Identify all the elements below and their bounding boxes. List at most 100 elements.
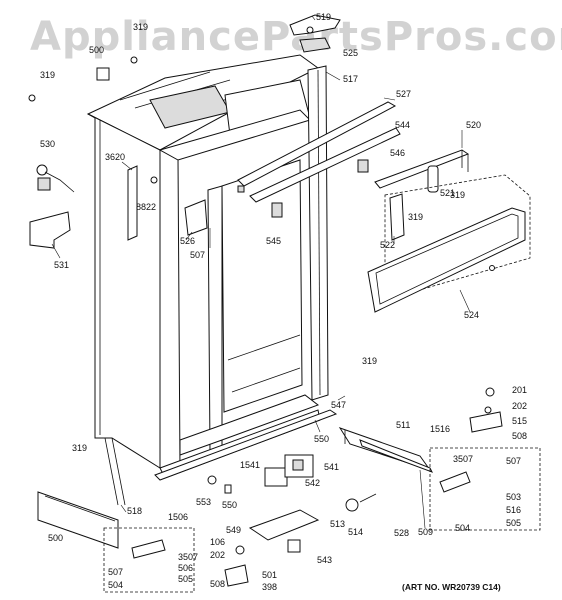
label-106: 106: [210, 537, 225, 547]
top-hinge: [289, 14, 341, 53]
washer-202-bottom: [235, 545, 245, 555]
roller-rail-500: [37, 491, 119, 549]
label-500: 500: [89, 45, 104, 55]
label-508: 508: [512, 431, 527, 441]
label-1506: 1506: [168, 512, 188, 522]
label-506: 506: [178, 563, 193, 573]
label-513: 513: [330, 519, 345, 529]
label-511: 511: [396, 420, 410, 430]
label-518: 518: [127, 506, 142, 516]
label-319: 319: [408, 212, 423, 222]
label-553: 553: [196, 497, 211, 507]
label-521: 521: [440, 188, 455, 198]
arm-3507-right: [439, 471, 471, 493]
bracket-515: [469, 411, 503, 433]
label-522: 522: [380, 240, 395, 250]
screw-8822: [150, 176, 158, 184]
handle-521: [427, 165, 439, 193]
label-525: 525: [343, 48, 358, 58]
screw-319-left: [28, 94, 36, 102]
cabinet-case: [86, 54, 329, 506]
washer-202: [484, 406, 492, 414]
label-1516: 1516: [430, 424, 450, 434]
label-515: 515: [512, 416, 527, 426]
label-501: 501: [262, 570, 277, 580]
clip-550: [224, 484, 232, 494]
label-504: 504: [455, 523, 470, 533]
motor-513: [345, 498, 359, 512]
label-319: 319: [362, 356, 377, 366]
label-526: 526: [180, 236, 195, 246]
bracket-500-top: [96, 67, 110, 81]
label-528: 528: [394, 528, 409, 538]
label-519: 519: [316, 12, 331, 22]
label-3507: 3507: [178, 552, 198, 562]
label-507: 507: [190, 250, 205, 260]
label-516: 516: [506, 505, 521, 515]
arm-3507-left: [131, 539, 166, 559]
label-546: 546: [390, 148, 405, 158]
label-524: 524: [464, 310, 479, 320]
label-514: 514: [348, 527, 363, 537]
screw-319-top: [130, 56, 138, 64]
art-number: (ART NO. WR20739 C14): [402, 582, 501, 592]
rail-3620: [127, 165, 138, 241]
label-202: 202: [512, 401, 527, 411]
bracket-501: [224, 564, 249, 587]
label-3507: 3507: [453, 454, 473, 464]
bar-528: [359, 439, 434, 473]
assembly-1516-box: [429, 447, 541, 531]
label-550: 550: [222, 500, 237, 510]
label-543: 543: [317, 555, 332, 565]
bracket-545: [271, 202, 283, 218]
label-3620: 3620: [105, 152, 125, 162]
spring-514: [359, 493, 377, 503]
label-319: 319: [72, 443, 87, 453]
label-398: 398: [262, 582, 277, 592]
assembly-1506-box: [103, 527, 195, 593]
label-508: 508: [210, 579, 225, 589]
tray-549: [248, 509, 320, 541]
label-520: 520: [466, 120, 481, 130]
spring-530: [36, 164, 75, 193]
screw-553: [207, 475, 217, 485]
label-545: 545: [266, 236, 281, 246]
label-504: 504: [108, 580, 123, 590]
label-547: 547: [331, 400, 346, 410]
label-517: 517: [343, 74, 358, 84]
label-505: 505: [178, 574, 193, 584]
trim-547: [154, 409, 338, 481]
label-531: 531: [54, 260, 69, 270]
label-544: 544: [395, 120, 410, 130]
label-507: 507: [108, 567, 123, 577]
label-542: 542: [305, 478, 320, 488]
bracket-531: [29, 211, 71, 249]
label-319: 319: [450, 190, 465, 200]
screw-201: [485, 387, 495, 397]
label-549: 549: [226, 525, 241, 535]
label-507: 507: [506, 456, 521, 466]
label-527: 527: [396, 89, 411, 99]
label-1541: 1541: [240, 460, 260, 470]
drawer-front: [367, 174, 531, 313]
label-530: 530: [40, 139, 55, 149]
bracket-522: [389, 193, 405, 241]
shelf-rails: [237, 101, 401, 203]
label-319: 319: [133, 22, 148, 32]
door-rail: [374, 149, 470, 189]
label-503: 503: [506, 492, 521, 502]
label-505: 505: [506, 518, 521, 528]
label-500: 500: [48, 533, 63, 543]
label-8822: 8822: [136, 202, 156, 212]
label-201: 201: [512, 385, 527, 395]
label-319: 319: [40, 70, 55, 80]
part-labels: 319 500 319 519 525 517 527 544 520 530 …: [40, 12, 527, 592]
label-509: 509: [418, 527, 433, 537]
part-543: [287, 539, 301, 553]
label-202: 202: [210, 550, 225, 560]
electrical-boxes: [264, 454, 314, 487]
label-541: 541: [324, 462, 339, 472]
bracket-546: [357, 159, 369, 173]
label-550: 550: [314, 434, 329, 444]
